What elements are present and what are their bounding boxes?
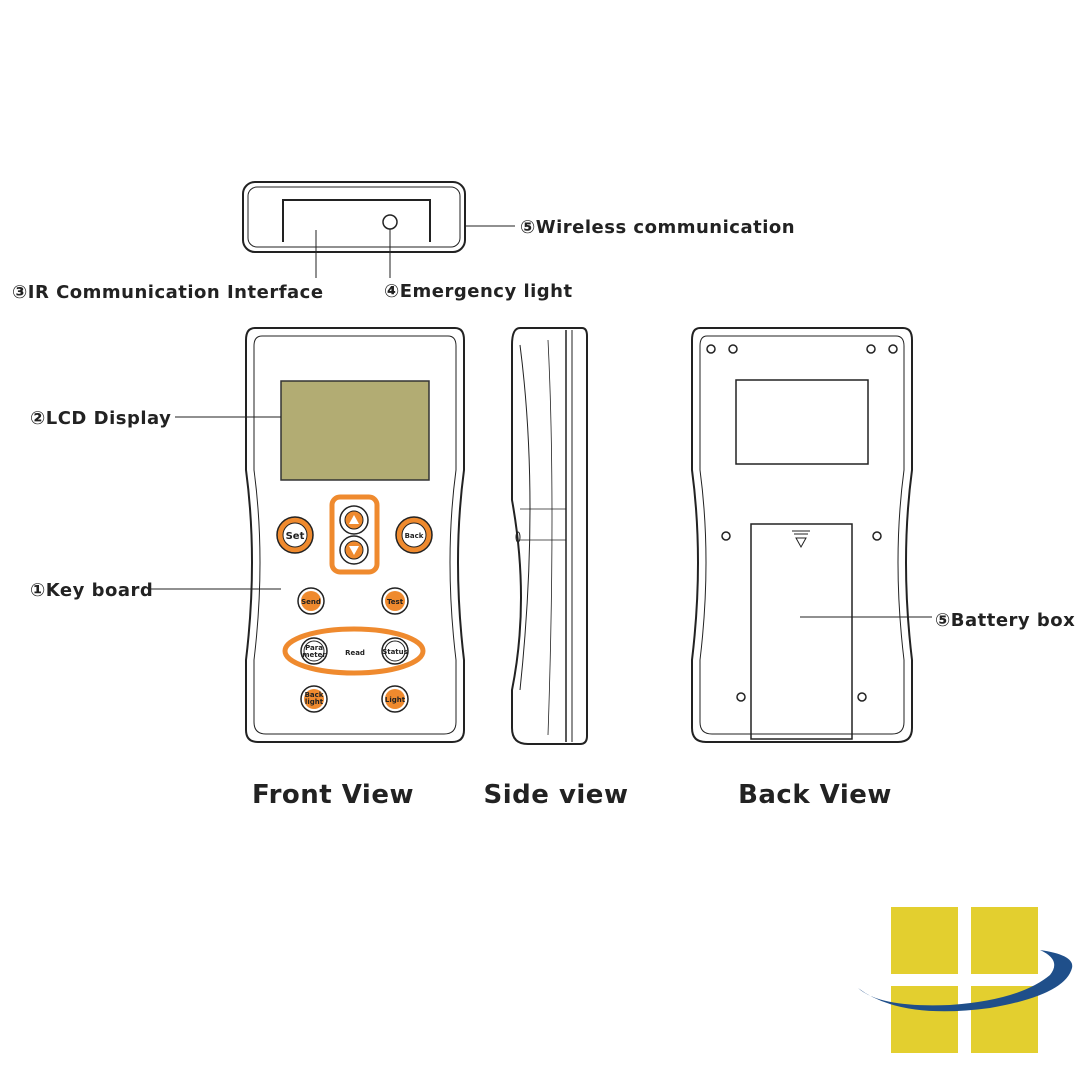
svg-text:Send: Send	[301, 598, 321, 606]
svg-text:light: light	[305, 698, 324, 706]
side-view	[511, 327, 588, 745]
brand-logo	[858, 907, 1073, 1053]
side-view-caption: Side view	[484, 780, 629, 810]
arrow-up-icon	[349, 515, 359, 524]
svg-text:Set: Set	[286, 531, 305, 542]
read-group	[282, 626, 426, 676]
svg-text:Status: Status	[382, 648, 408, 656]
label-wireless: ⑤Wireless communication	[520, 217, 795, 238]
svg-text:Back: Back	[405, 532, 424, 540]
parameter-button[interactable]: Para meter	[300, 637, 328, 665]
front-view-caption: Front View	[252, 780, 414, 810]
light-button[interactable]: Light	[381, 685, 409, 713]
lcd-display	[280, 380, 430, 481]
back-view-caption: Back View	[738, 780, 892, 810]
backlight-button[interactable]: Back light	[300, 685, 328, 713]
status-button[interactable]: Status	[381, 637, 409, 665]
label-lcd-display: ②LCD Display	[30, 408, 171, 429]
front-view	[245, 327, 465, 743]
svg-text:Para: Para	[305, 644, 323, 652]
back-button[interactable]: Back	[395, 516, 433, 554]
label-ir-interface: ③IR Communication Interface	[12, 282, 324, 303]
test-button[interactable]: Test	[381, 587, 409, 615]
svg-text:meter: meter	[302, 651, 326, 659]
up-button[interactable]	[339, 505, 369, 535]
read-label: Read	[345, 649, 365, 657]
back-view	[691, 327, 913, 743]
label-battery-box: ⑤Battery box	[935, 610, 1075, 631]
set-button[interactable]: Set	[276, 516, 314, 554]
svg-text:Test: Test	[387, 598, 404, 606]
svg-text:Back: Back	[305, 691, 324, 699]
arrow-down-icon	[349, 546, 359, 555]
svg-text:Light: Light	[385, 696, 406, 704]
top-view	[242, 181, 515, 278]
down-button[interactable]	[339, 535, 369, 565]
battery-box	[750, 523, 853, 740]
emergency-light-icon	[382, 214, 398, 230]
send-button[interactable]: Send	[297, 587, 325, 615]
label-emergency-light: ④Emergency light	[384, 281, 573, 302]
label-keyboard: ①Key board	[30, 580, 153, 601]
